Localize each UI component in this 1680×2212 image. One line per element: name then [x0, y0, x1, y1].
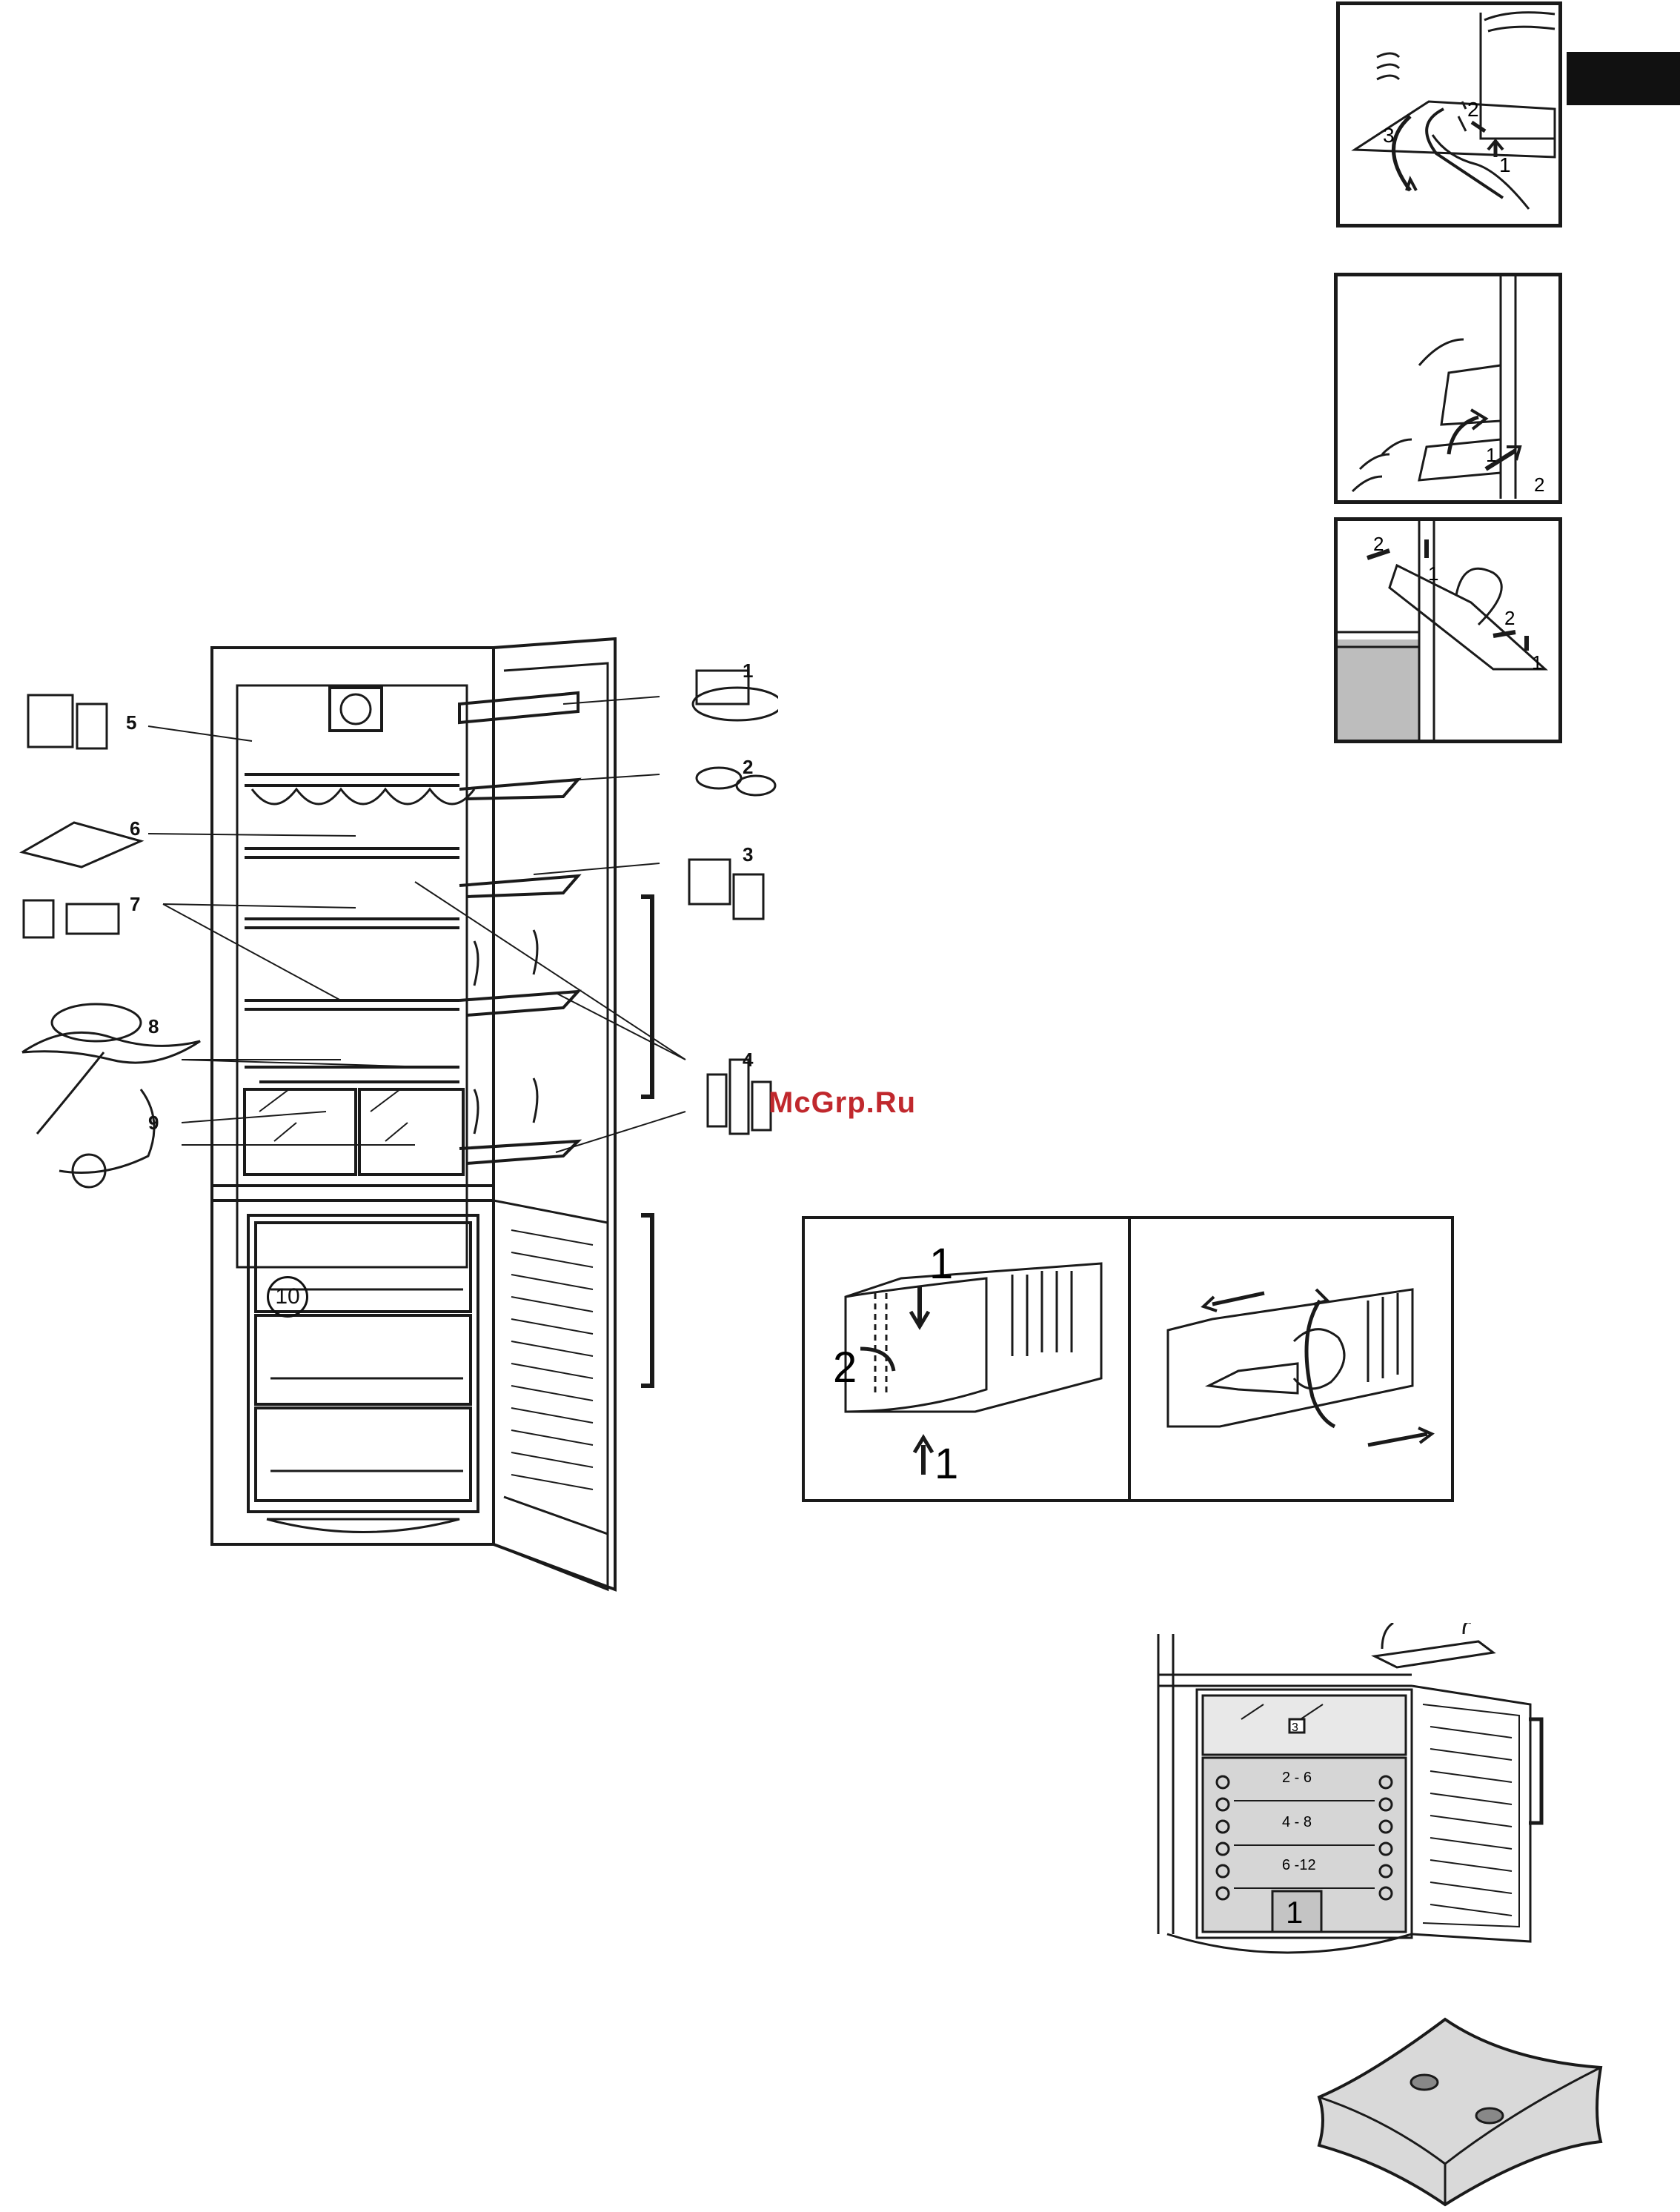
figure-freezer-drawer: 3 2 - 6 4 - 8 6 -12 1	[1152, 1623, 1553, 1971]
lamp-step-1-top: 1	[929, 1240, 953, 1288]
fridge-callout-2: 2	[743, 756, 753, 779]
fridge-callout-9: 9	[148, 1112, 159, 1135]
door-step-2a: 2	[1373, 533, 1384, 555]
figure-fridge-overview: 1 2 3 4 5 6 7 8 9 10	[15, 637, 778, 1601]
fridge-callout-5: 5	[126, 711, 136, 734]
fridge-callout-6: 6	[130, 817, 140, 840]
door-step-1b: 1	[1532, 651, 1542, 674]
freezer-top-drawer-number: 3	[1292, 1721, 1298, 1734]
removal-step-2: 2	[1467, 98, 1479, 121]
fridge-callout-4: 4	[743, 1049, 753, 1072]
freezer-drawer-number: 1	[1286, 1895, 1303, 1930]
figure-shelf-insert: 1 2	[1334, 273, 1562, 504]
lamp-step-1-bottom: 1	[934, 1440, 958, 1488]
fridge-callout-7: 7	[130, 893, 140, 916]
freezer-row-1: 2 - 6	[1282, 1770, 1312, 1786]
removal-step-1: 1	[1499, 153, 1511, 176]
fridge-callout-8: 8	[148, 1015, 159, 1038]
watermark: McGrp.Ru	[768, 1086, 916, 1120]
removal-step-3: 3	[1383, 124, 1395, 147]
fridge-callout-10: 10	[267, 1276, 308, 1318]
figure-cold-pack	[1312, 2016, 1608, 2208]
figure-lamp-cover: 1 2 1	[802, 1216, 1454, 1502]
lamp-panel-divider	[1128, 1219, 1131, 1499]
figure-door-shelf: 2 1 2 1	[1334, 517, 1562, 743]
figure-shelf-removal: 2 3 1	[1336, 1, 1562, 227]
lamp-step-2: 2	[833, 1344, 857, 1392]
insert-step-2: 2	[1534, 474, 1544, 496]
fridge-callout-1: 1	[743, 660, 753, 682]
fridge-callout-3: 3	[743, 843, 753, 866]
door-step-2b: 2	[1504, 607, 1515, 629]
freezer-row-2: 4 - 8	[1282, 1814, 1312, 1830]
language-tab	[1567, 52, 1680, 105]
freezer-row-3: 6 -12	[1282, 1857, 1316, 1873]
insert-step-1: 1	[1486, 444, 1496, 466]
door-step-1a: 1	[1428, 562, 1438, 585]
